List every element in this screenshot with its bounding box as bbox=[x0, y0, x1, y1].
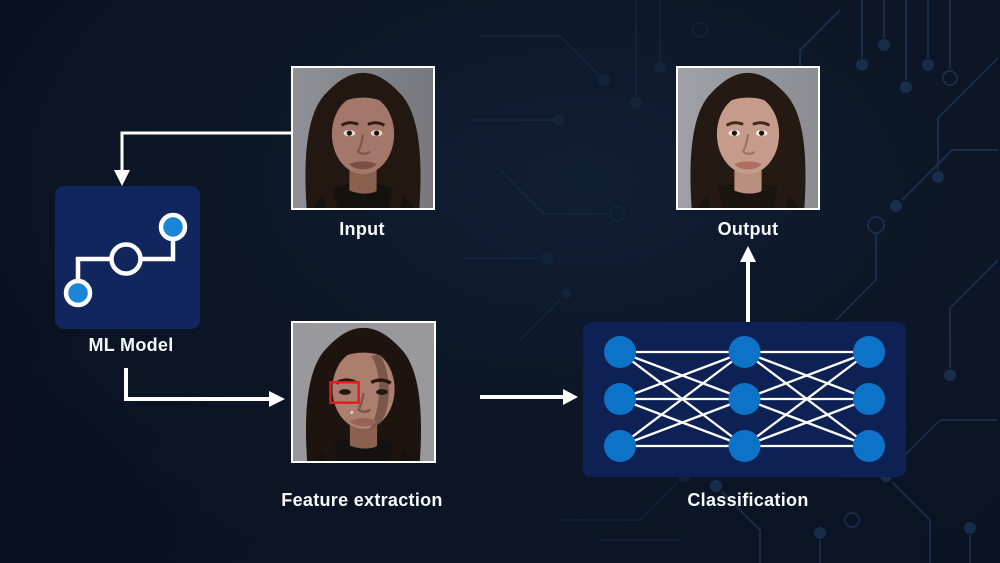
arrow-input-to-model bbox=[114, 131, 291, 186]
input-face-image bbox=[291, 66, 435, 210]
input-portrait bbox=[293, 68, 433, 208]
detected-feature-red-box bbox=[329, 381, 360, 404]
input-label: Input bbox=[339, 219, 385, 239]
ml-model-box bbox=[55, 186, 200, 329]
feature-extraction-label: Feature extraction bbox=[281, 490, 443, 510]
ml-model-label: ML Model bbox=[88, 335, 174, 355]
output-portrait bbox=[678, 68, 818, 208]
feature-extraction-image bbox=[291, 321, 436, 463]
arrow-feature-to-classification bbox=[480, 389, 578, 405]
ml-model-nodes-icon bbox=[63, 212, 188, 308]
classification-label: Classification bbox=[687, 490, 809, 510]
arrow-model-to-feature bbox=[124, 368, 285, 407]
output-label: Output bbox=[717, 219, 779, 239]
arrow-classification-to-output bbox=[740, 246, 756, 322]
output-face-image bbox=[676, 66, 820, 210]
posterized-portrait bbox=[293, 323, 434, 461]
classification-box bbox=[583, 322, 906, 477]
neural-network-icon bbox=[604, 336, 885, 462]
